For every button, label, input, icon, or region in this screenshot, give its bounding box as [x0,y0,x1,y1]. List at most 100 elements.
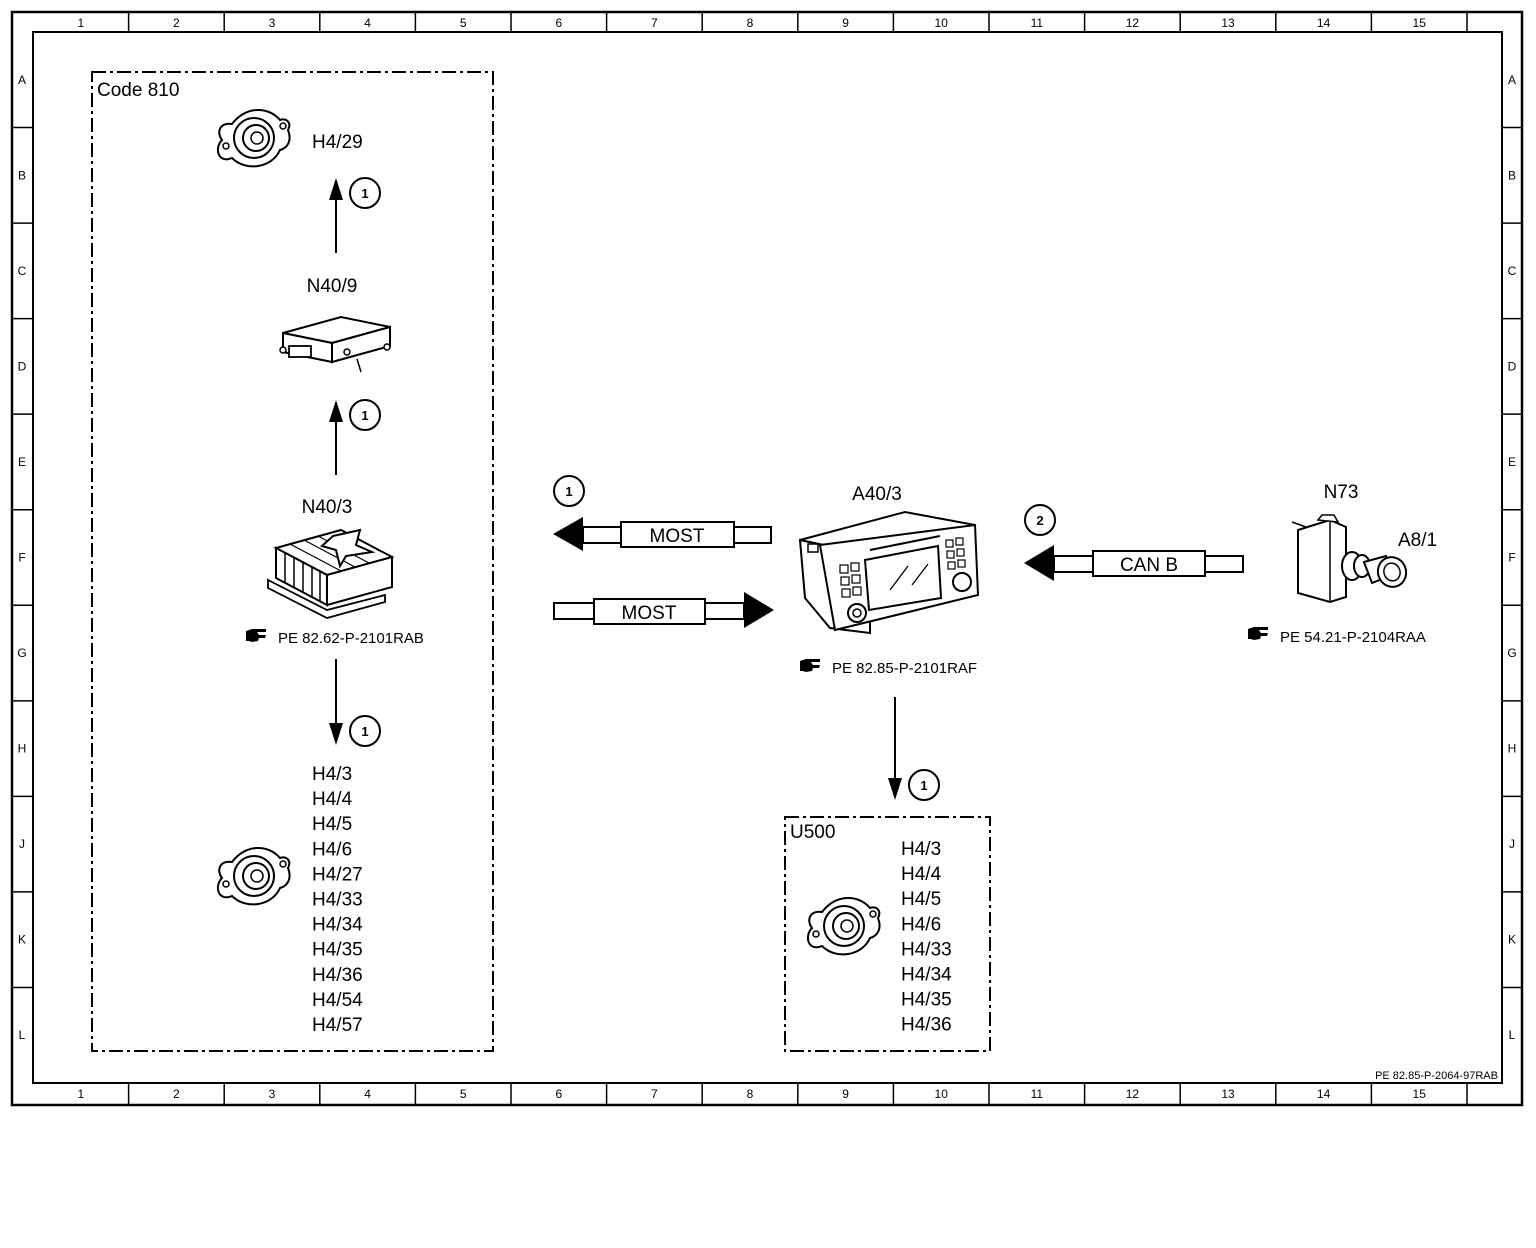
grid-row-label: B [18,168,26,182]
can-b-label: CAN B [1120,555,1178,576]
module-n40-9[interactable]: N40/9 [279,276,391,373]
reference-n73[interactable]: PE 54.21-P-2104RAA [1248,627,1426,646]
grid-column-label: 11 [1031,16,1044,30]
grid-row-label: D [1508,359,1517,373]
grid-row-label: C [18,264,27,278]
arrow-n40-3-to-n40-9: 1 [329,399,381,475]
grid-column-label: 10 [935,16,949,30]
grid-row-label: G [1507,646,1516,660]
speaker-group-left[interactable]: H4/3H4/4H4/5H4/6H4/27H4/33H4/34H4/35H4/3… [216,764,363,1036]
speaker-label: H4/4 [312,789,353,810]
grid-column-label: 5 [460,16,467,30]
grid-row-label: C [1508,264,1517,278]
grid-column-label: 3 [269,1087,276,1101]
speaker-label: H4/33 [312,890,363,911]
marker-2: 2 [1036,513,1043,528]
n40-3-reference: PE 82.62-P-2101RAB [278,630,424,647]
speaker-label: H4/3 [901,839,941,860]
grid-column-label: 12 [1126,1087,1140,1101]
grid-column-label: 3 [269,16,276,30]
most-in-label: MOST [622,603,677,624]
n40-9-label: N40/9 [307,276,358,297]
arrow-n40-3-to-speakers: 1 [329,659,381,747]
speaker-label: H4/3 [312,764,352,785]
pointing-hand-icon [800,659,820,672]
speaker-label: H4/35 [901,990,952,1011]
speaker-label: H4/34 [901,965,952,986]
ignition-switch-n73[interactable]: N73 A8/1 PE 54.21-P-2104RAA [1248,482,1437,646]
grid-row-label: A [18,73,26,87]
reference-n40-3[interactable]: PE 82.62-P-2101RAB [246,629,424,647]
head-unit-icon [798,510,980,635]
grid-column-label: 9 [842,1087,849,1101]
grid-column-label: 1 [77,16,84,30]
grid-column-label: 15 [1413,16,1427,30]
code-810-group: Code 810 [91,71,494,1052]
grid-row-label: F [18,551,25,565]
grid-column-label: 14 [1317,16,1331,30]
grid-column-label: 12 [1126,16,1140,30]
amplifier-n40-3[interactable]: N40/3 PE 82.62-P-2101RAB [246,497,424,647]
speaker-label: H4/36 [901,1015,952,1036]
reference-a40-3[interactable]: PE 82.85-P-2101RAF [800,659,977,677]
control-module-icon [279,315,391,373]
speaker-label: H4/27 [312,864,363,885]
grid-row-label: K [1508,933,1516,947]
grid-column-label: 2 [173,1087,180,1101]
grid-column-label: 10 [935,1087,949,1101]
n40-3-label: N40/3 [302,497,353,518]
grid-column-label: 4 [364,16,371,30]
key-icon [1362,554,1408,588]
ignition-switch-icon [1291,514,1371,604]
pointing-hand-icon [1248,627,1268,640]
a40-3-label: A40/3 [852,484,902,505]
speaker-h4-29[interactable]: H4/29 [216,108,363,168]
grid-column-label: 7 [651,16,658,30]
drawing-frame [10,10,1524,1107]
speaker-icon [216,846,291,906]
marker-1: 1 [920,778,927,793]
speaker-label: H4/6 [312,839,352,860]
speaker-label: H4/6 [901,914,941,935]
grid-row-label: H [1508,742,1517,756]
grid-row-label: E [18,455,26,469]
grid-column-label: 6 [555,16,562,30]
can-b-bus: CAN B 2 [1024,504,1244,581]
grid-column-label: 6 [555,1087,562,1101]
grid-column-label: 5 [460,1087,467,1101]
a40-3-reference: PE 82.85-P-2101RAF [832,660,977,677]
grid-row-label: E [1508,455,1516,469]
marker-1: 1 [565,484,572,499]
speaker-icon [806,896,881,956]
grid-column-label: 8 [747,1087,754,1101]
grid-row-label: L [1509,1028,1516,1042]
grid-row-label: J [19,837,25,851]
grid-column-label: 1 [77,1087,84,1101]
u500-group[interactable]: U500 H4/3H4/4H4/5H4/6H4/33H4/34H4/35H4/3… [784,816,991,1052]
n73-reference: PE 54.21-P-2104RAA [1280,629,1426,646]
grid-row-label: A [1508,73,1516,87]
speaker-label: H4/33 [901,939,952,960]
a8-1-label: A8/1 [1398,530,1437,551]
code-box-label: Code 810 [97,80,179,101]
most-out-label: MOST [650,526,705,547]
head-unit-a40-3[interactable]: A40/3 PE 82 [798,484,980,677]
speaker-h4-29-label: H4/29 [312,132,363,153]
pointing-hand-icon [246,629,266,642]
speaker-label-list: H4/3H4/4H4/5H4/6H4/27H4/33H4/34H4/35H4/3… [312,764,363,1036]
amplifier-icon [267,528,395,619]
speaker-label: H4/54 [312,990,363,1011]
grid-column-label: 9 [842,16,849,30]
grid-column-label: 13 [1221,16,1235,30]
u500-label: U500 [790,822,835,843]
grid-column-label: 7 [651,1087,658,1101]
speaker-icon [216,108,291,168]
most-bus-outgoing: MOST 1 [553,475,772,551]
grid-column-label: 15 [1413,1087,1427,1101]
marker-1: 1 [361,724,368,739]
arrow-a40-3-to-u500: 1 [888,697,940,801]
grid-row-label: K [18,933,26,947]
grid-row-label: D [18,359,27,373]
